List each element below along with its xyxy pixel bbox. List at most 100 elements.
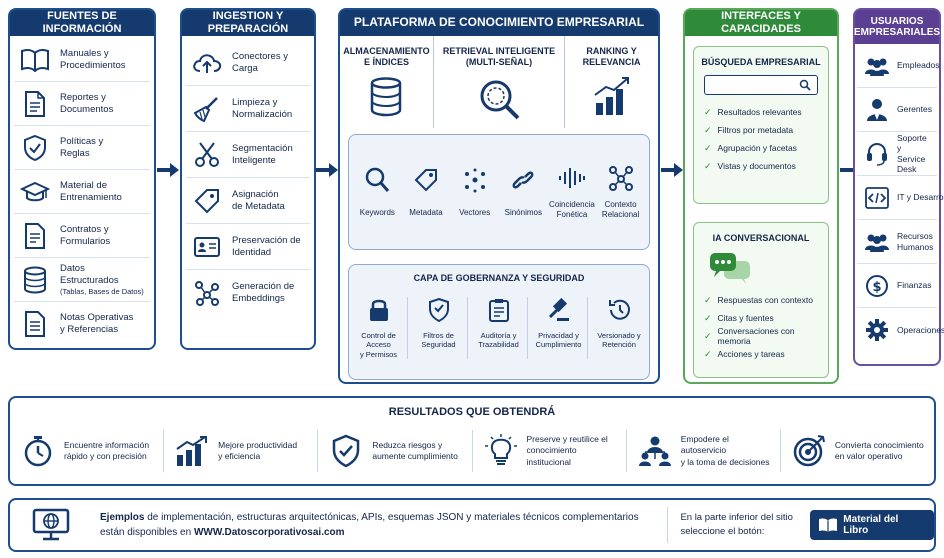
graph-icon — [608, 166, 633, 192]
footer-line1: de implementación, estructuras arquitect… — [144, 512, 639, 523]
graduation-cap-icon — [20, 177, 50, 207]
search-feature-label: Vistas y documentos — [717, 161, 796, 171]
footer-url-link[interactable]: WWW.Datoscorporativosai.com — [193, 527, 345, 538]
hr-people-icon — [863, 228, 891, 256]
retrieval-label: RETRIEVAL INTELIGENTE — [442, 46, 556, 56]
user-employees: Empleados — [857, 44, 940, 88]
source-label: Entrenamiento — [60, 191, 122, 203]
result-label: Reduzca riesgos y — [372, 439, 443, 450]
conversational-panel-title: IA CONVERSACIONAL — [712, 233, 810, 243]
result-label: Empodere el autoservicio — [680, 434, 729, 456]
governance-label: Privacidad y — [538, 331, 579, 340]
signal-label: Coincidencia — [549, 200, 595, 210]
conversational-feature: ✓ Citas y fuentes — [704, 309, 828, 327]
source-item-structured-data: Datos Estructurados(Tablas, Bases de Dat… — [14, 258, 150, 302]
clipboard-icon — [488, 299, 509, 322]
check-icon: ✓ — [704, 330, 712, 341]
footer-text: Ejemplos de implementación, estructuras … — [100, 510, 659, 540]
source-label: y Referencias — [60, 324, 119, 335]
search-feature: ✓Agrupación y facetas — [704, 139, 828, 157]
source-label: Reportes y — [60, 91, 106, 103]
governance-label: Filtros de — [423, 331, 454, 340]
dollar-icon: $ — [863, 272, 891, 300]
source-note: (Tablas, Bases de Datos) — [60, 286, 144, 296]
governance-label: Trazabilidad — [478, 340, 519, 350]
sound-wave-icon — [558, 168, 585, 189]
ingestion-label: Asignación — [232, 188, 279, 200]
headset-icon — [863, 140, 891, 168]
signal-label: Metadata — [409, 208, 443, 218]
search-icon — [799, 79, 811, 91]
ranking-chart-icon — [565, 75, 658, 117]
signal-vectors: Vectores — [451, 166, 499, 218]
enterprise-search-panel: BÚSQUEDA EMPRESARIAL ✓Resultados relevan… — [693, 46, 829, 204]
stopwatch-icon — [20, 433, 56, 469]
governance-label: Versionado y — [597, 331, 641, 340]
footer-right-line: seleccione el botón: — [680, 526, 765, 537]
source-label: Material de — [60, 179, 107, 191]
shield-filter-icon — [428, 297, 449, 323]
vectors-icon — [464, 168, 485, 193]
conversational-feature-label: Conversaciones con memoria — [717, 326, 795, 346]
user-label: Gerentes — [897, 104, 932, 115]
footer-bold-word: Ejemplos — [100, 512, 145, 523]
retrieval-signals-box: Keywords Metadata Vectores Sinónimos Coi… — [348, 134, 650, 250]
signal-synonyms: Sinónimos — [499, 166, 547, 218]
storage-label: E ÍNDICES — [363, 57, 409, 68]
governance-label: Control de Acceso — [361, 331, 396, 350]
signal-metadata: Metadata — [402, 166, 450, 218]
users-title-line: USUARIOS — [870, 15, 924, 27]
user-label: Operaciones — [897, 324, 944, 335]
footer-panel: Ejemplos de implementación, estructuras … — [8, 498, 936, 552]
chat-bubbles-icon — [708, 251, 828, 285]
tag-icon — [414, 169, 437, 192]
conversational-feature-label: Citas y fuentes — [717, 313, 774, 323]
results-title: RESULTADOS QUE OBTENDRÁ — [388, 406, 556, 418]
ingestion-label: Limpieza y — [232, 96, 278, 108]
ingestion-panel: INGESTION Y PREPARACIÓN Conectores y Car… — [180, 8, 316, 350]
platform-title: PLATAFORMA DE CONOCIMIENTO EMPRESARIAL — [340, 10, 658, 36]
check-icon: ✓ — [704, 312, 712, 323]
gavel-icon — [548, 297, 569, 321]
result-label: rápido y con precisión — [64, 451, 147, 461]
result-label: y la toma de decisiones — [680, 456, 770, 467]
result-label: Encuentre información — [64, 439, 150, 450]
result-label: y eficiencia — [218, 451, 261, 461]
sources-title: FUENTES DE INFORMACIÓN — [10, 10, 154, 36]
conversational-ai-panel: IA CONVERSACIONAL ✓ Respuestas con contex… — [693, 222, 829, 378]
search-input[interactable] — [704, 75, 818, 95]
user-finance: $ Finanzas — [857, 264, 937, 308]
user-it: IT y Desarrollo — [857, 176, 944, 220]
result-label: Preserve y reutilice el — [526, 434, 608, 445]
source-label: Notas Operativas — [60, 312, 134, 324]
governance-label: Auditoría y — [480, 331, 517, 340]
signal-label: Relacional — [601, 210, 640, 219]
id-card-icon — [192, 232, 222, 262]
ingestion-label: Inteligente — [232, 154, 276, 166]
search-feature: ✓Resultados relevantes — [704, 103, 828, 121]
magnifier-icon — [434, 77, 564, 121]
search-icon — [366, 167, 390, 193]
conversational-feature-label: Respuestas con contexto — [717, 295, 813, 305]
source-label: Manuales y — [60, 47, 109, 59]
results-panel: RESULTADOS QUE OBTENDRÁ Encuentre inform… — [8, 396, 936, 486]
footer-right-line: En la parte inferior del sitio — [680, 511, 793, 523]
user-label: IT y Desarrollo — [897, 192, 944, 203]
search-panel-title: BÚSQUEDA EMPRESARIAL — [701, 57, 821, 67]
conversational-feature: ✓Acciones y tareas — [704, 345, 828, 363]
book-material-button[interactable]: Material del Libro — [810, 510, 934, 540]
interfaces-panel: INTERFACES Y CAPACIDADES BÚSQUEDA EMPRES… — [683, 8, 839, 384]
people-icon — [863, 52, 891, 80]
footer-right-text: En la parte inferior del sitio seleccion… — [680, 511, 810, 540]
check-icon: ✓ — [704, 160, 712, 171]
flow-arrow-icon — [316, 163, 338, 177]
